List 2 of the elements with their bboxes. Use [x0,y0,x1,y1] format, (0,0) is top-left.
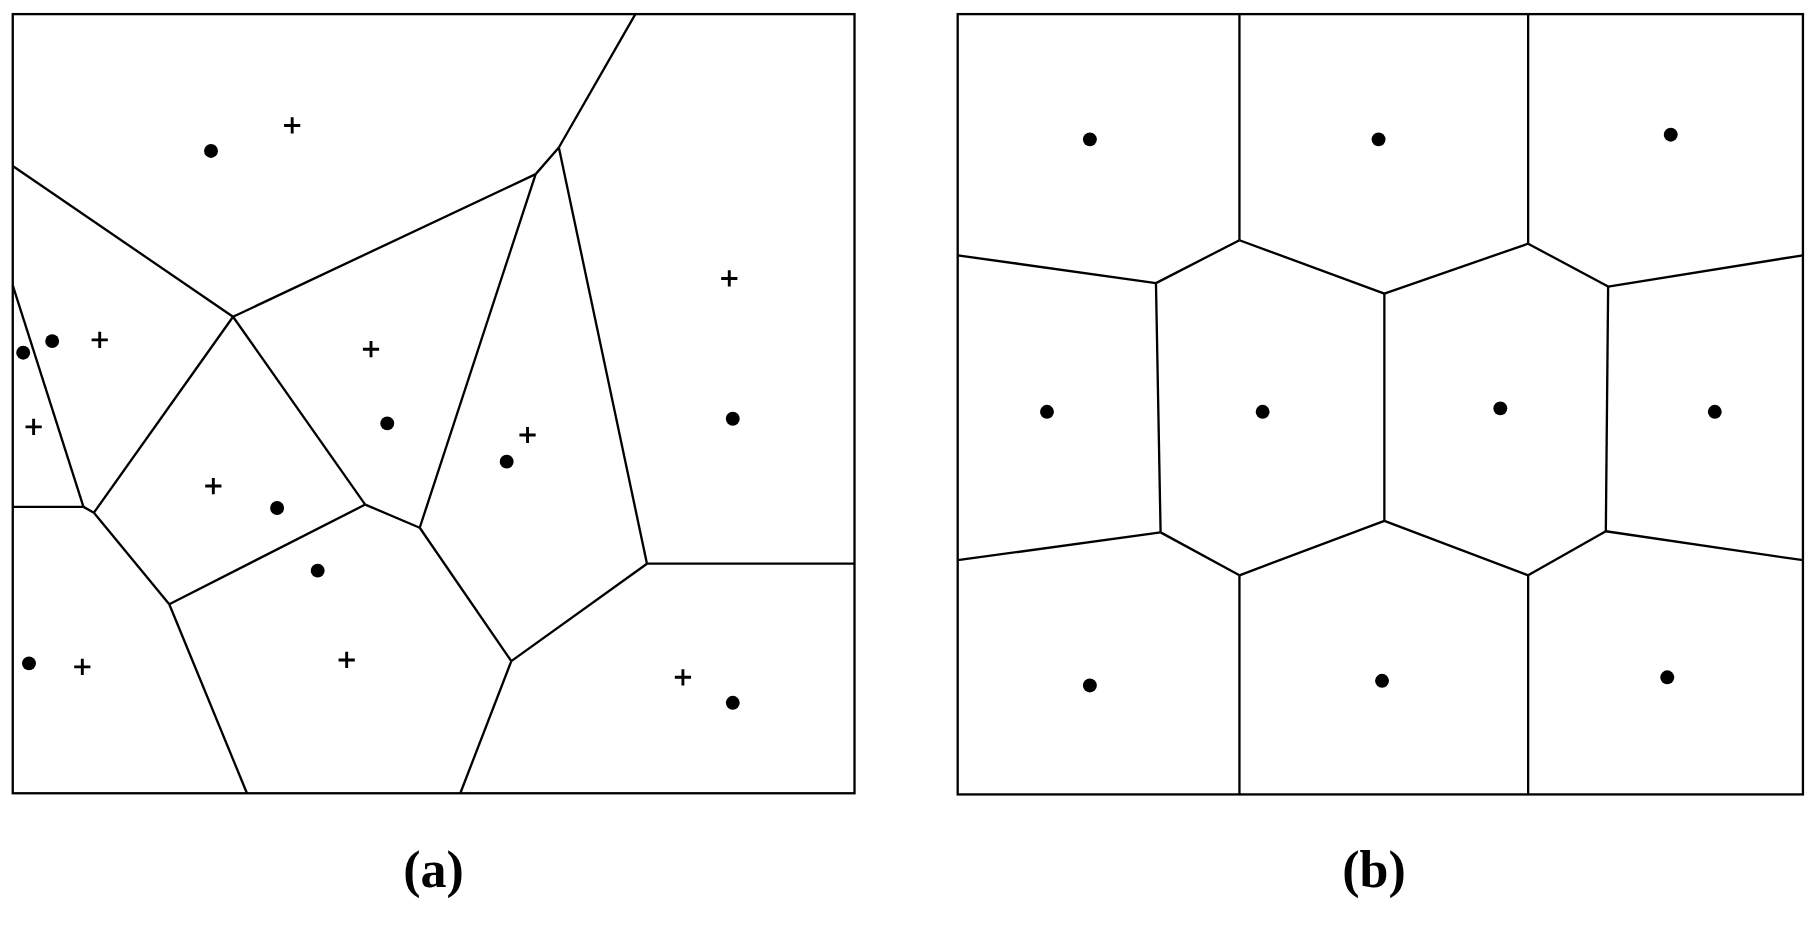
panel-label: (b) [1342,844,1406,896]
panel-label: (a) [403,844,464,896]
